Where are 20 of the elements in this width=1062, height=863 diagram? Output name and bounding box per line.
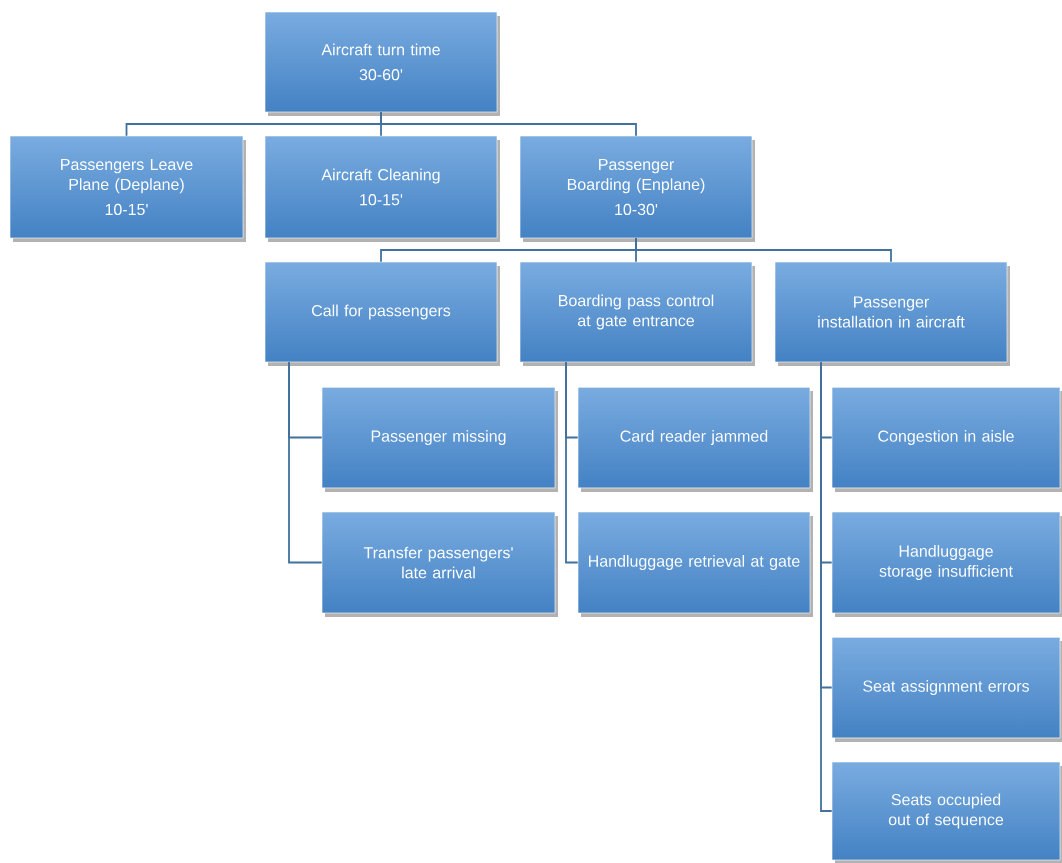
process-box: Passenger Boarding (Enplane) 10-30' <box>519 135 755 242</box>
process-box: Passenger missing <box>321 386 558 492</box>
connector-line <box>820 361 833 812</box>
process-box: Boarding pass control at gate entrance <box>519 261 755 366</box>
process-box: Transfer passengers' late arrival <box>321 511 558 617</box>
process-box: Seat assignment errors <box>831 636 1062 742</box>
process-box: Card reader jammed <box>577 386 813 492</box>
process-box: Aircraft Cleaning 10-15' <box>264 135 500 242</box>
connector-line <box>635 237 892 263</box>
process-box: Passengers Leave Plane (Deplane) 10-15' <box>9 135 246 242</box>
process-box: Aircraft turn time 30-60' <box>264 11 500 116</box>
connector-line <box>380 111 637 137</box>
process-box: Seats occupied out of sequence <box>831 761 1062 863</box>
connector-line <box>565 361 579 564</box>
connector-line <box>288 361 323 564</box>
process-box: Passenger installation in aircraft <box>774 261 1010 366</box>
process-box: Handluggage storage insufficient <box>831 511 1062 617</box>
process-box: Call for passengers <box>264 261 500 366</box>
process-box: Congestion in aisle <box>831 386 1062 492</box>
process-box: Handluggage retrieval at gate <box>577 511 813 617</box>
